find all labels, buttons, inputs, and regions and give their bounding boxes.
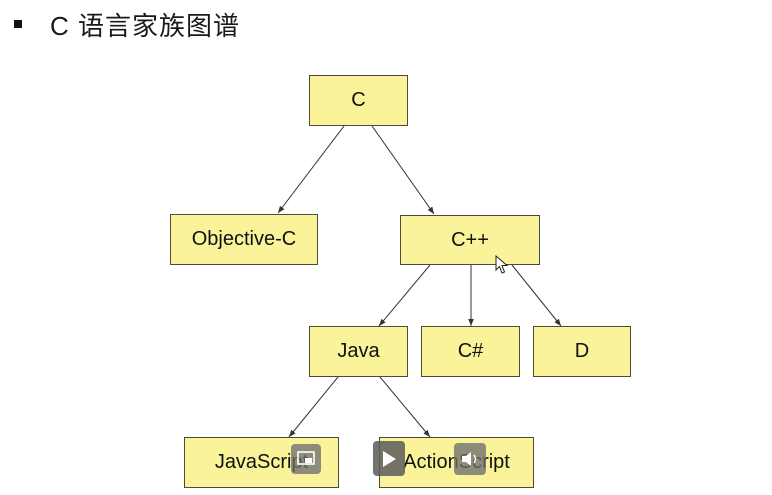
edge-c-to-cpp: [371, 125, 435, 215]
volume-button[interactable]: [454, 443, 486, 475]
edge-cpp-to-java: [378, 264, 431, 327]
edge-java-to-actionscript: [379, 376, 431, 438]
edge-cpp-to-d: [511, 264, 562, 327]
edge-c-to-objective-c: [277, 125, 345, 214]
volume-icon: [462, 452, 477, 466]
play-button[interactable]: [373, 441, 405, 476]
picture-in-picture-button[interactable]: [291, 444, 321, 474]
mouse-cursor-icon: [495, 255, 509, 274]
node-d: D: [533, 326, 631, 377]
picture-in-picture-icon: [297, 451, 315, 465]
node-cpp: C++: [400, 215, 540, 265]
node-csharp: C#: [421, 326, 520, 377]
bullet-square: [14, 20, 22, 28]
slide-title: C 语言家族图谱: [50, 11, 241, 41]
node-objective-c: Objective-C: [170, 214, 318, 265]
edge-java-to-javascript: [288, 376, 339, 438]
node-c: C: [309, 75, 408, 126]
play-icon: [383, 450, 396, 467]
node-java: Java: [309, 326, 408, 377]
